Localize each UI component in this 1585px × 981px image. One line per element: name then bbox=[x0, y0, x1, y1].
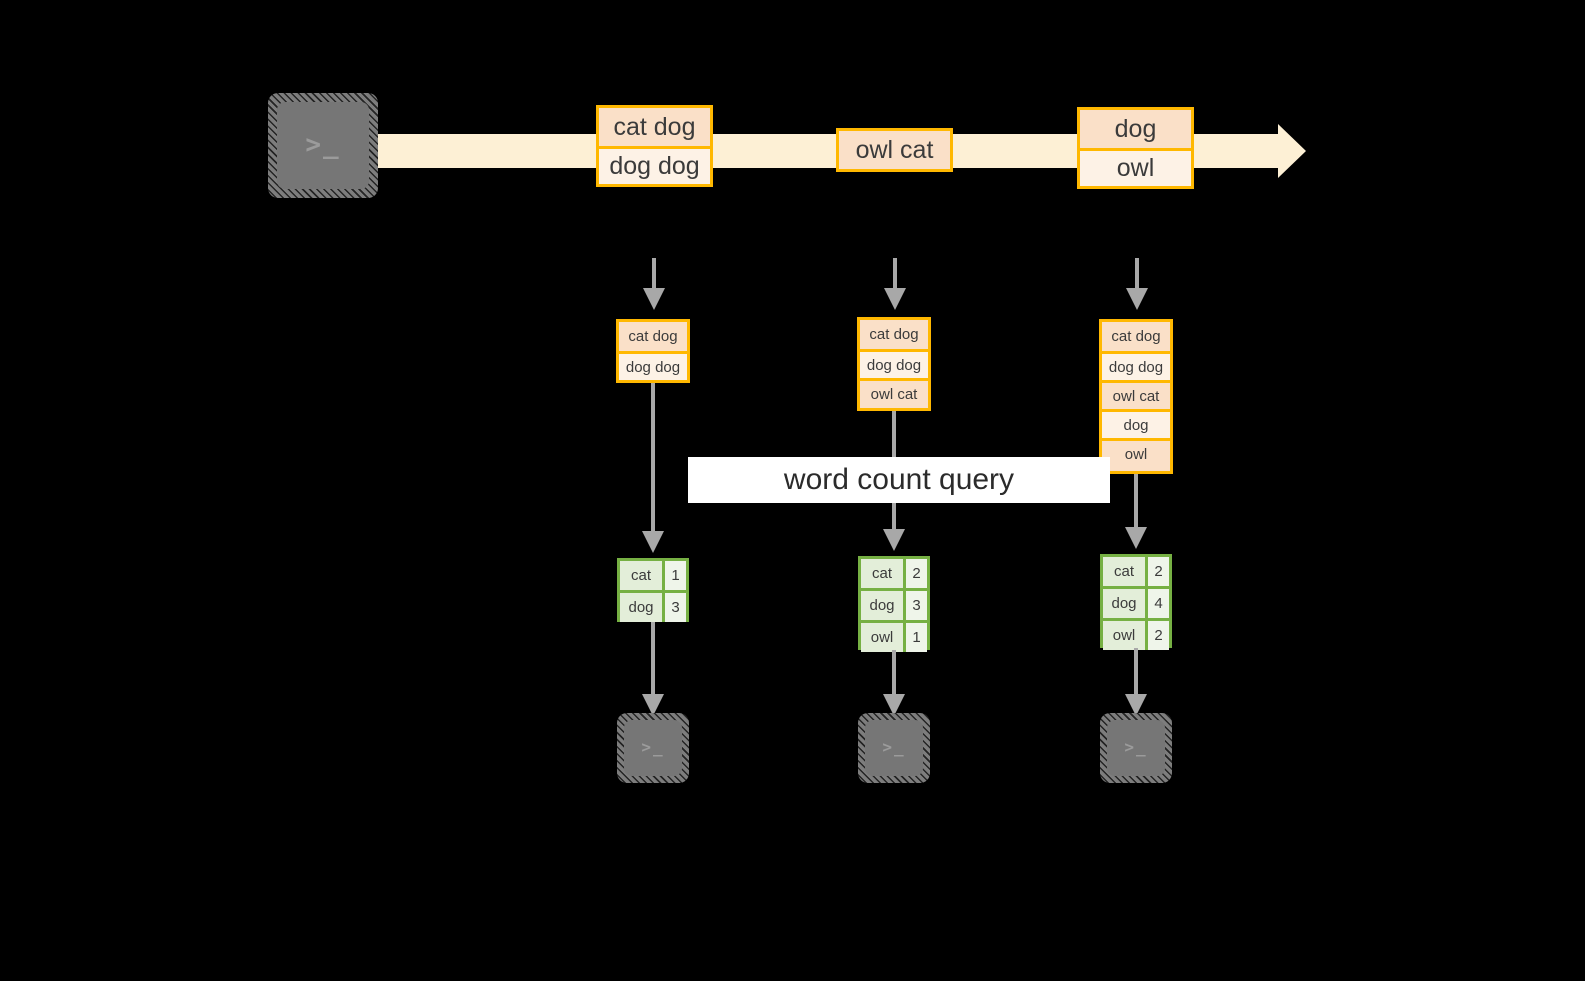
accumulated-record-line: dog dog bbox=[1102, 351, 1170, 380]
source-terminal-icon[interactable]: >_ bbox=[268, 93, 378, 198]
sink-line-2 bbox=[892, 650, 896, 694]
sink-arrowhead-3 bbox=[1125, 694, 1147, 716]
sink-terminal-icon-1[interactable]: >_ bbox=[617, 713, 689, 783]
snapshot-tap-arrowhead-2 bbox=[884, 288, 906, 310]
result-count: 3 bbox=[662, 593, 686, 622]
sink-arrowhead-2 bbox=[883, 694, 905, 716]
result-count: 2 bbox=[1145, 621, 1169, 650]
terminal-face bbox=[865, 720, 923, 776]
accumulated-record-line: owl cat bbox=[1102, 380, 1170, 409]
accumulated-record-line: cat dog bbox=[869, 326, 919, 343]
stream-record-2: owl cat bbox=[836, 128, 953, 172]
terminal-face bbox=[624, 720, 682, 776]
snapshot-tap-line-1 bbox=[652, 258, 656, 288]
result-word: cat bbox=[620, 561, 662, 590]
result-word: dog bbox=[861, 591, 903, 620]
table-row: cat 2 bbox=[1103, 557, 1169, 586]
terminal-face bbox=[277, 102, 369, 189]
query-arrowhead-3 bbox=[1125, 527, 1147, 549]
stream-record-line: owl cat bbox=[855, 135, 934, 164]
query-label-band: word count query bbox=[688, 457, 1110, 503]
accumulated-record-line: dog bbox=[1102, 409, 1170, 438]
snapshot-tap-arrowhead-1 bbox=[643, 288, 665, 310]
table-row: dog 3 bbox=[620, 590, 686, 622]
accumulated-record-line: cat dog bbox=[1111, 328, 1161, 345]
result-word: dog bbox=[1103, 589, 1145, 618]
terminal-face bbox=[1107, 720, 1165, 776]
query-arrowhead-2 bbox=[883, 529, 905, 551]
sink-arrowhead-1 bbox=[642, 694, 664, 716]
accumulated-record-line: owl bbox=[1102, 438, 1170, 467]
snapshot-tap-line-3 bbox=[1135, 258, 1139, 288]
query-line-3 bbox=[1134, 474, 1138, 527]
table-row: owl 2 bbox=[1103, 618, 1169, 650]
stream-record-line: dog dog bbox=[599, 146, 710, 184]
table-row: cat 2 bbox=[861, 559, 927, 588]
result-table-2: cat 2 dog 3 owl 1 bbox=[858, 556, 930, 652]
terminal-prompt-glyph: >_ bbox=[305, 129, 341, 160]
table-row: cat 1 bbox=[620, 561, 686, 590]
accumulated-records-3: cat dog dog dog owl cat dog owl bbox=[1099, 319, 1173, 474]
stream-record-line: owl bbox=[1080, 148, 1191, 186]
stream-record-1: cat dog dog dog bbox=[596, 105, 713, 187]
accumulated-records-2: cat dog dog dog owl cat bbox=[857, 317, 931, 411]
sink-terminal-icon-2[interactable]: >_ bbox=[858, 713, 930, 783]
accumulated-record-line: dog dog bbox=[619, 351, 687, 380]
table-row: owl 1 bbox=[861, 620, 927, 652]
sink-terminal-icon-3[interactable]: >_ bbox=[1100, 713, 1172, 783]
result-word: owl bbox=[1103, 621, 1145, 650]
result-count: 3 bbox=[903, 591, 927, 620]
terminal-prompt-glyph: >_ bbox=[1124, 737, 1148, 757]
stream-record-3: dog owl bbox=[1077, 107, 1194, 189]
query-label-text: word count query bbox=[783, 463, 1015, 496]
result-count: 1 bbox=[662, 561, 686, 590]
result-word: cat bbox=[1103, 557, 1145, 586]
accumulated-record-line: owl cat bbox=[860, 378, 928, 407]
result-count: 2 bbox=[903, 559, 927, 588]
result-count: 2 bbox=[1145, 557, 1169, 586]
stream-record-line: dog bbox=[1114, 114, 1157, 143]
accumulated-records-1: cat dog dog dog bbox=[616, 319, 690, 383]
result-count: 4 bbox=[1145, 589, 1169, 618]
snapshot-tap-arrowhead-3 bbox=[1126, 288, 1148, 310]
accumulated-record-line: dog dog bbox=[860, 349, 928, 378]
terminal-prompt-glyph: >_ bbox=[641, 737, 665, 757]
result-count: 1 bbox=[903, 623, 927, 652]
query-arrowhead-1 bbox=[642, 531, 664, 553]
terminal-prompt-glyph: >_ bbox=[882, 737, 906, 757]
stream-record-line: cat dog bbox=[613, 112, 696, 141]
result-word: cat bbox=[861, 559, 903, 588]
stream-arrowhead bbox=[1278, 124, 1306, 178]
result-table-3: cat 2 dog 4 owl 2 bbox=[1100, 554, 1172, 650]
snapshot-tap-line-2 bbox=[893, 258, 897, 288]
query-line-1 bbox=[651, 383, 655, 531]
sink-line-3 bbox=[1134, 648, 1138, 694]
table-row: dog 4 bbox=[1103, 586, 1169, 618]
sink-line-1 bbox=[651, 622, 655, 694]
result-word: owl bbox=[861, 623, 903, 652]
table-row: dog 3 bbox=[861, 588, 927, 620]
result-word: dog bbox=[620, 593, 662, 622]
result-table-1: cat 1 dog 3 bbox=[617, 558, 689, 622]
accumulated-record-line: cat dog bbox=[628, 328, 678, 345]
